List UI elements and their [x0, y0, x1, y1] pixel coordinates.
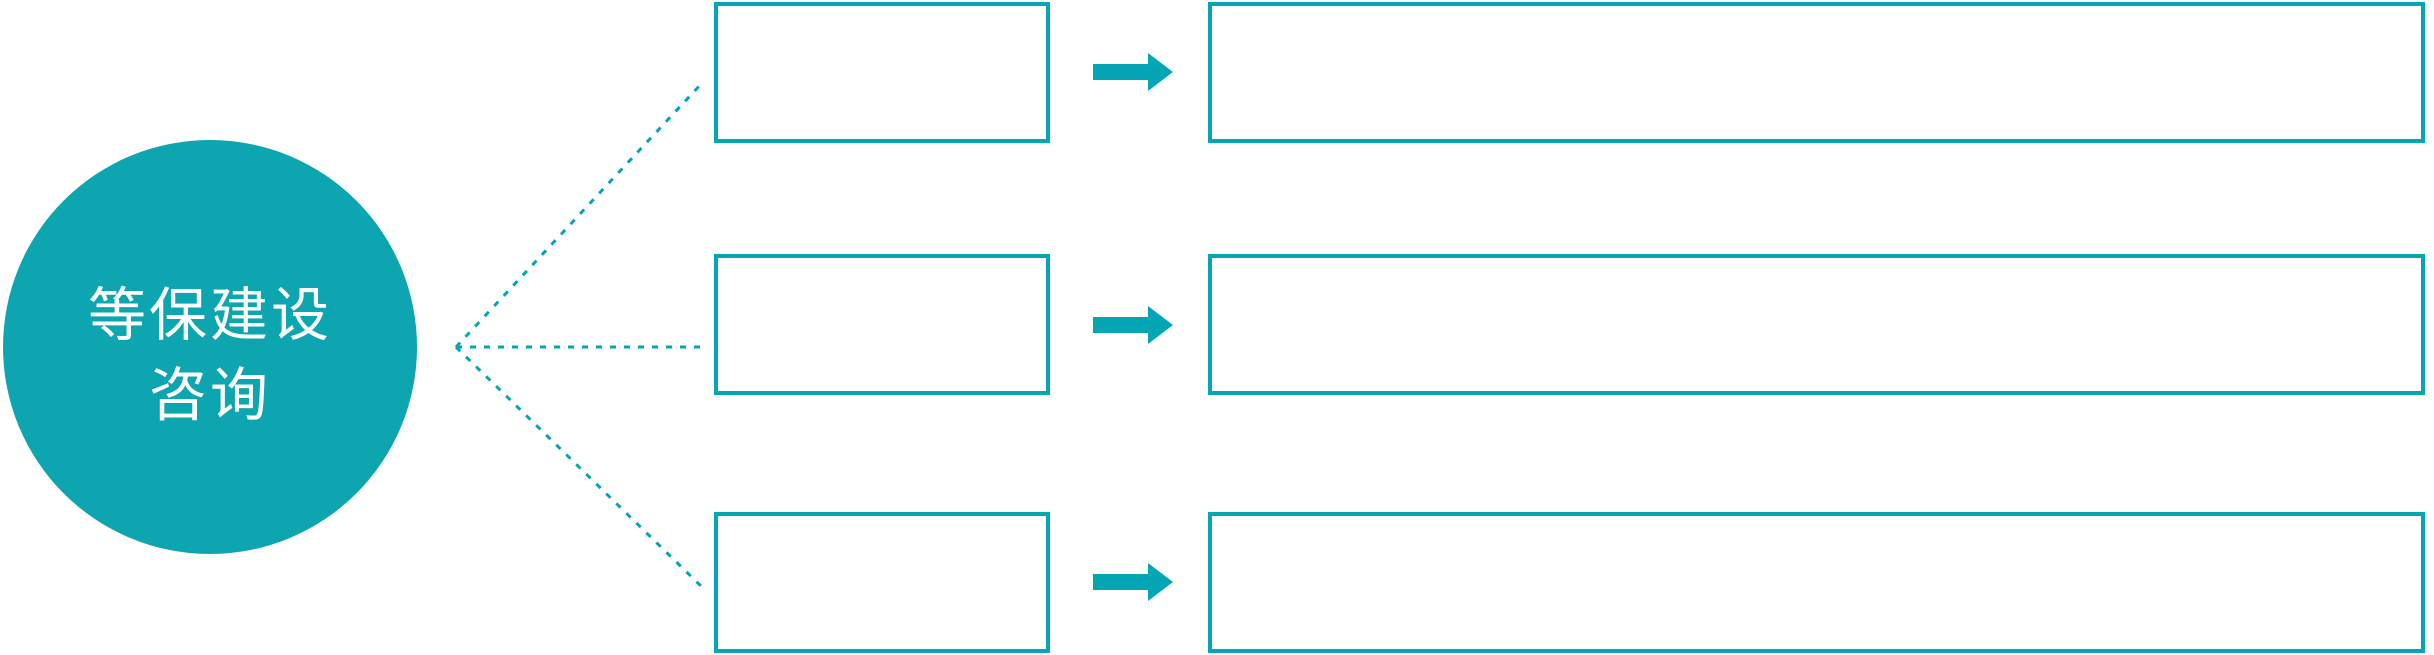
right-arrow-icon	[1093, 306, 1173, 344]
flow-row-3-large-box	[1208, 512, 2425, 653]
flow-row-2-large-box-label	[1212, 258, 2421, 391]
flow-row-1-small-box	[714, 2, 1050, 143]
hub-circle-label-line1: 等保建设	[87, 281, 332, 349]
connector-line-bottom	[454, 345, 705, 590]
right-arrow-icon	[1093, 53, 1173, 91]
flow-row-3-small-box	[714, 512, 1050, 653]
right-arrow-icon	[1093, 563, 1173, 601]
hub-circle-label-line2: 咨询	[148, 361, 271, 429]
flow-row-1-small-box-label	[718, 6, 1046, 139]
flow-row-3-large-box-label	[1212, 516, 2421, 649]
flow-row-3-small-box-label	[718, 516, 1046, 649]
flow-row-1-large-box-label	[1212, 6, 2421, 139]
flow-row-2-large-box	[1208, 254, 2425, 395]
hub-circle: 等保建设 咨询	[3, 140, 417, 554]
flow-row-2-small-box-label	[718, 258, 1046, 391]
flow-row-1-large-box	[1208, 2, 2425, 143]
flow-row-2-small-box	[714, 254, 1050, 395]
connector-line-top	[454, 80, 705, 349]
